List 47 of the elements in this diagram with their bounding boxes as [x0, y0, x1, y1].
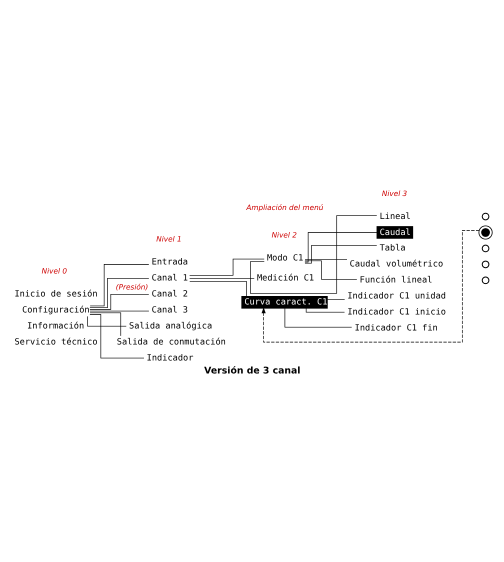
node-text: Caudal volumétrico	[350, 260, 444, 270]
connector	[90, 314, 144, 358]
connector	[284, 308, 352, 328]
connector	[327, 298, 346, 300]
connector	[189, 278, 255, 279]
node-text: Lineal	[380, 212, 411, 222]
node-circle	[482, 260, 490, 268]
connector	[250, 215, 378, 294]
node-text: Inicio de sesión	[14, 290, 98, 300]
node-box: Caudal	[376, 226, 414, 239]
arrow	[262, 230, 480, 342]
node-text: Función lineal	[360, 276, 432, 286]
node-text: Indicador C1 unidad	[347, 292, 446, 302]
connector	[304, 260, 358, 280]
connector	[90, 312, 122, 336]
connector	[304, 232, 378, 262]
connector	[189, 258, 265, 276]
node-text: Canal 2	[152, 290, 188, 300]
connector	[189, 281, 247, 296]
node-text: Tabla	[380, 244, 406, 254]
connector	[304, 245, 378, 264]
node-text: Medición C1	[256, 274, 314, 284]
node-circle	[482, 244, 490, 252]
connector	[90, 264, 150, 306]
connector	[304, 259, 348, 260]
caption: Versión de 3 canal	[204, 365, 300, 376]
node-text: Salida analógica	[129, 321, 212, 332]
connector	[90, 278, 150, 308]
node-text: Servicio técnico	[14, 337, 98, 348]
node-text: Canal 1	[152, 274, 188, 284]
node-circle	[482, 276, 490, 284]
connector	[90, 294, 150, 310]
node-circle	[482, 212, 490, 220]
node-text: Entrada	[152, 258, 188, 268]
node-text: Canal 3	[152, 305, 188, 316]
node-text: Indicador C1 fin	[354, 323, 438, 334]
node-text: Indicador C1 inicio	[347, 307, 446, 318]
node-box: Curva caract. C1	[241, 296, 328, 309]
connector	[87, 316, 127, 327]
node-text: Configuración	[22, 305, 90, 316]
node-text: Información	[27, 321, 84, 332]
connector	[90, 310, 150, 312]
connector	[306, 308, 345, 313]
node-circle	[478, 225, 493, 240]
node-text: Salida de conmutación	[116, 337, 226, 348]
node-text: Modo C1	[266, 254, 304, 264]
node-text: Indicador	[146, 353, 194, 364]
